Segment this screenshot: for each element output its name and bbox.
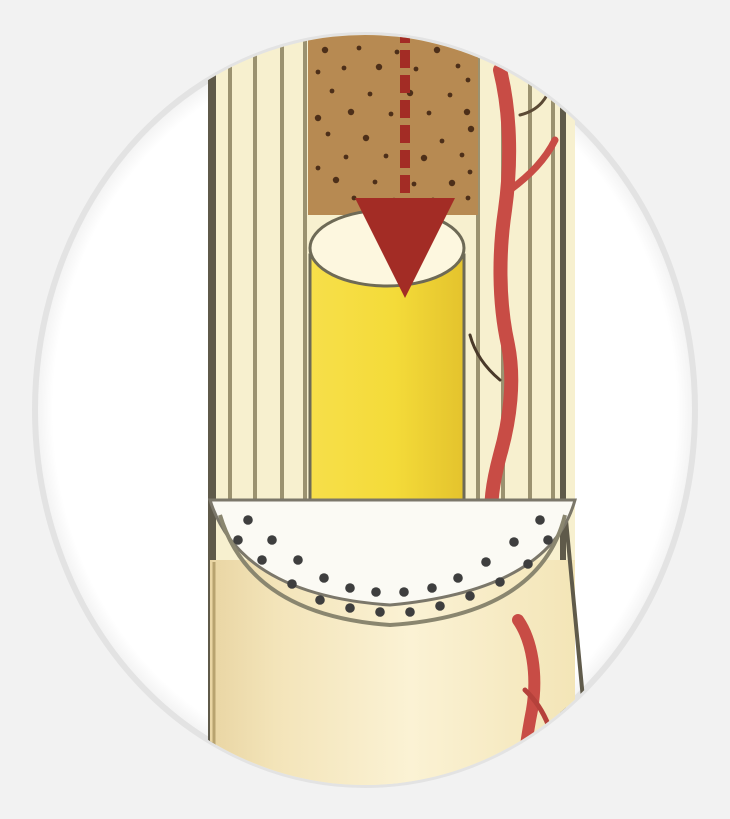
cell-dot (427, 583, 437, 593)
porous-dot (466, 78, 471, 83)
tooth-cross-section (210, 0, 585, 819)
porous-dot (414, 67, 419, 72)
cell-dot (481, 557, 491, 567)
porous-dot (466, 196, 471, 201)
porous-dot (348, 109, 354, 115)
porous-dot (363, 135, 369, 141)
porous-dot (322, 47, 328, 53)
porous-dot (460, 153, 465, 158)
porous-dot (333, 177, 339, 183)
porous-dot (368, 92, 373, 97)
porous-dot (395, 50, 400, 55)
porous-dot (434, 47, 440, 53)
cell-dot (345, 583, 355, 593)
cell-dot (267, 535, 277, 545)
cell-dot (315, 595, 325, 605)
porous-dot (412, 182, 417, 187)
cell-dot (509, 537, 519, 547)
cell-dot (345, 603, 355, 613)
porous-dot (330, 89, 335, 94)
porous-dot (342, 66, 347, 71)
porous-dot (326, 132, 331, 137)
porous-dot (357, 46, 362, 51)
cell-dot (375, 607, 385, 617)
cell-dot (243, 515, 253, 525)
porous-dot (344, 155, 349, 160)
porous-dot (315, 115, 321, 121)
cell-dot (535, 515, 545, 525)
porous-dot (316, 70, 321, 75)
porous-dot (316, 166, 321, 171)
cell-dot (233, 535, 243, 545)
cell-dot (371, 587, 381, 597)
porous-dot (427, 111, 432, 116)
porous-dot (468, 126, 474, 132)
porous-dot (431, 198, 436, 203)
cell-dot (399, 587, 409, 597)
porous-dot (456, 64, 461, 69)
porous-cap-region (308, 30, 478, 215)
cell-dot (453, 573, 463, 583)
cell-dot (523, 559, 533, 569)
cell-dot (465, 591, 475, 601)
porous-dot (391, 198, 397, 204)
porous-dot (449, 180, 455, 186)
porous-dot (352, 196, 357, 201)
porous-dot (384, 154, 389, 159)
cell-dot (435, 601, 445, 611)
porous-dot (421, 155, 427, 161)
porous-dot (389, 112, 394, 117)
cell-dot (319, 573, 329, 583)
porous-dot (376, 64, 382, 70)
porous-dot (468, 170, 473, 175)
porous-dot (464, 109, 470, 115)
porous-dot (448, 93, 453, 98)
cell-dot (287, 579, 297, 589)
cell-dot (543, 535, 553, 545)
cell-dot (405, 607, 415, 617)
porous-dot (440, 139, 445, 144)
cell-dot (257, 555, 267, 565)
cell-dot (293, 555, 303, 565)
cell-dot (495, 577, 505, 587)
porous-dot (373, 180, 378, 185)
